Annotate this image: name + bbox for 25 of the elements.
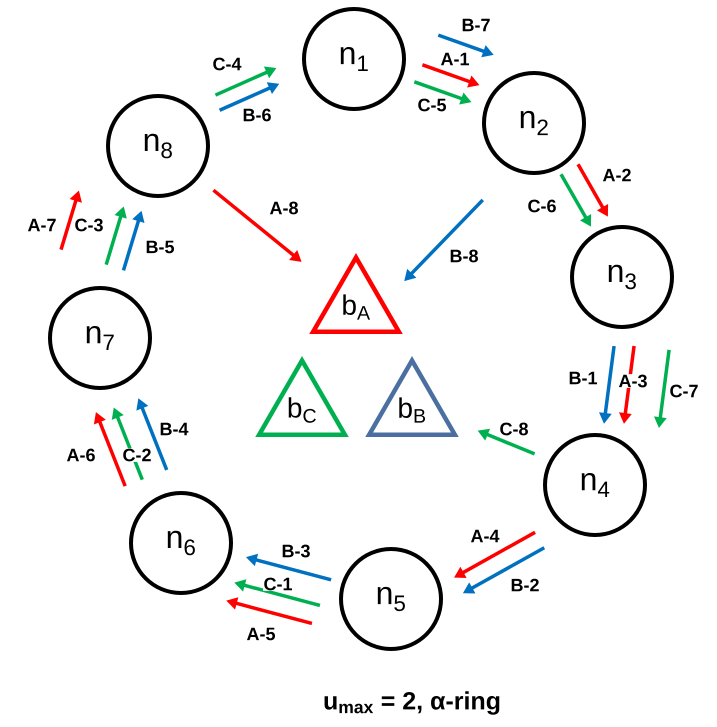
edge-label: C-4 [212,57,242,71]
edge-label: A-4 [470,529,500,543]
edge-label: B-8 [449,249,479,263]
edge-label: A-3 [618,374,648,388]
edge-label: C-6 [527,199,557,213]
edge-label: C-1 [263,577,293,591]
edge-label: A-5 [246,627,276,641]
edge-label: C-5 [417,98,447,112]
edge-label: A-1 [440,52,470,66]
edge-label: C-2 [122,448,152,462]
edge-label: B-7 [461,18,491,32]
edge-label: B-2 [510,578,540,592]
edge-label: A-2 [602,168,632,182]
edge-label: B-4 [159,422,189,436]
edge-label: C-8 [499,422,529,436]
edge-label: C-7 [669,384,699,398]
edge-label: A-6 [66,448,96,462]
edge-label: B-5 [145,240,175,254]
edge-label: B-3 [281,544,311,558]
edge-label: A-8 [269,201,299,215]
edge-label: B-1 [568,371,598,385]
caption: u$_{max}$ = 2, α-ring [324,691,500,715]
edge-label: B-6 [242,108,272,122]
edge-label: A-7 [27,218,57,232]
edge-label: C-3 [74,218,104,232]
